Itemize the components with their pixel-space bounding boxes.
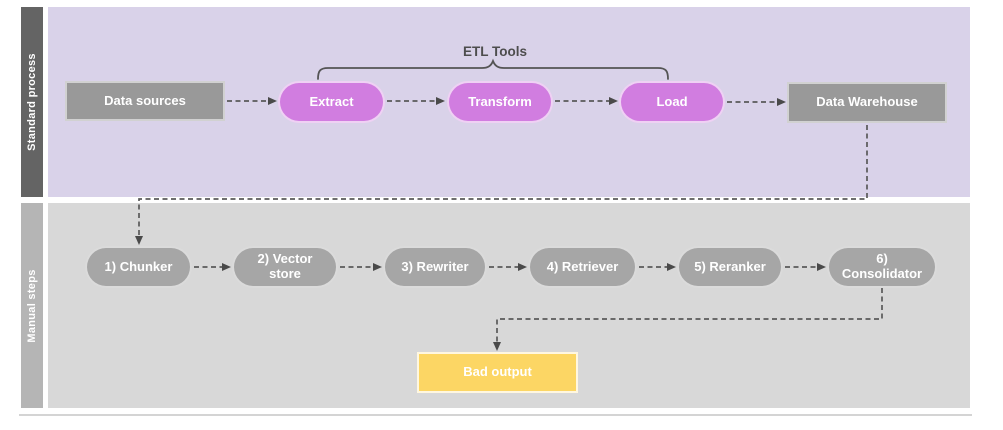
node-load: Load bbox=[619, 81, 725, 123]
node-vector-store: 2) Vector store bbox=[232, 246, 338, 288]
node-retriever: 4) Retriever bbox=[528, 246, 637, 288]
node-rewriter: 3) Rewriter bbox=[383, 246, 487, 288]
node-data-sources: Data sources bbox=[65, 81, 225, 121]
lane-label-manual-steps-text: Manual steps bbox=[26, 268, 38, 343]
etl-tools-caption: ETL Tools bbox=[463, 44, 527, 59]
node-bad-output: Bad output bbox=[417, 352, 578, 393]
node-reranker: 5) Reranker bbox=[677, 246, 783, 288]
node-transform: Transform bbox=[447, 81, 553, 123]
node-chunker: 1) Chunker bbox=[85, 246, 192, 288]
lane-label-standard-process: Standard process bbox=[21, 7, 43, 197]
lane-label-manual-steps: Manual steps bbox=[21, 203, 43, 408]
bottom-divider bbox=[19, 414, 972, 416]
node-data-warehouse: Data Warehouse bbox=[787, 82, 947, 123]
node-extract: Extract bbox=[278, 81, 385, 123]
node-consolidator: 6) Consolidator bbox=[827, 246, 937, 288]
lane-label-standard-process-text: Standard process bbox=[26, 53, 38, 151]
